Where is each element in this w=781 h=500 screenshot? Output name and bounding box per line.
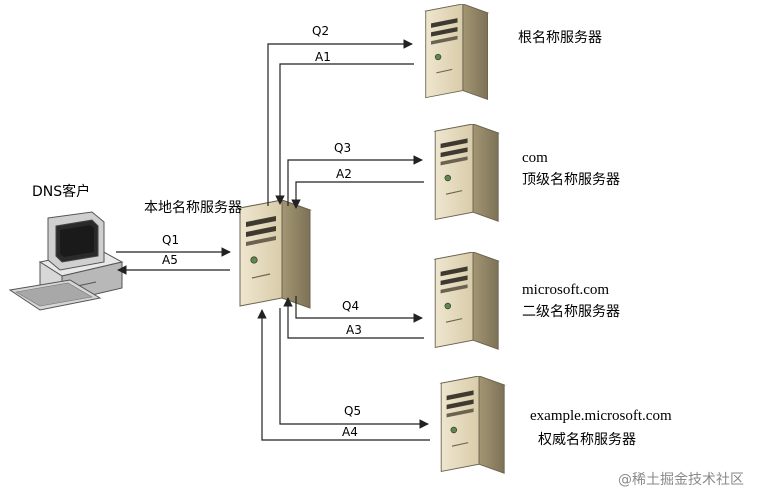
label-q3: Q3 <box>334 141 351 155</box>
label-a5: A5 <box>162 253 178 267</box>
label-q4: Q4 <box>342 299 359 313</box>
tld-server-label: 顶级名称服务器 <box>522 172 620 188</box>
second-level-domain: microsoft.com <box>522 282 609 298</box>
arrow-q3 <box>287 155 423 206</box>
local-server-icon <box>239 200 311 309</box>
root-server-icon <box>425 4 489 101</box>
local-server-label: 本地名称服务器 <box>144 200 242 216</box>
client-computer-icon <box>8 211 124 311</box>
root-server-label: 根名称服务器 <box>518 30 602 46</box>
arrow-a2 <box>291 181 424 209</box>
label-a1: A1 <box>315 50 331 64</box>
arrow-a4 <box>257 309 430 441</box>
arrow-a1 <box>275 63 414 205</box>
label-a4: A4 <box>342 425 358 439</box>
label-a3: A3 <box>346 323 362 337</box>
arrow-a3 <box>283 297 424 339</box>
tld-server-icon <box>434 124 499 222</box>
authoritative-server-icon <box>440 376 505 474</box>
label-q1: Q1 <box>162 233 179 247</box>
arrow-q2 <box>267 39 413 206</box>
second-level-server-label: 二级名称服务器 <box>522 304 620 320</box>
label-q2: Q2 <box>312 24 329 38</box>
watermark: @稀土掘金技术社区 <box>618 472 744 488</box>
label-a2: A2 <box>336 167 352 181</box>
authoritative-domain: example.microsoft.com <box>530 408 672 424</box>
arrow-q5 <box>279 308 429 429</box>
authoritative-server-label: 权威名称服务器 <box>538 432 636 448</box>
tld-domain: com <box>522 150 548 166</box>
arrow-q4 <box>295 296 423 323</box>
second-level-server-icon <box>434 252 499 350</box>
label-q5: Q5 <box>344 404 361 418</box>
client-label: DNS客户 <box>32 183 90 200</box>
